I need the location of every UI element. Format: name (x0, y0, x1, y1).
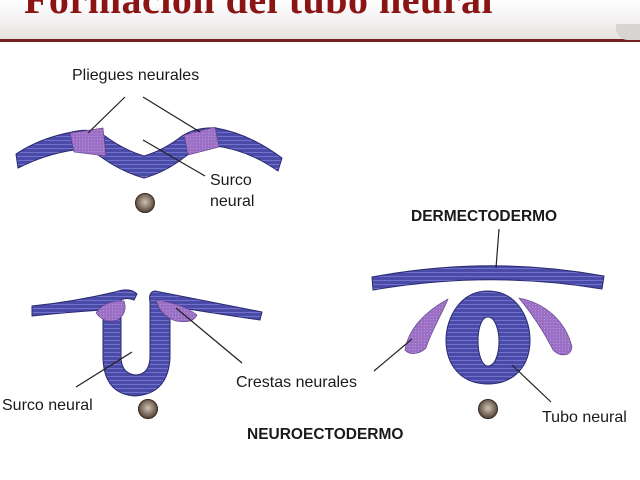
label-neuroectodermo: NEUROECTODERMO (247, 426, 404, 443)
pointer-surco-neural (75, 351, 133, 388)
pointer-pliegues-left (87, 96, 126, 134)
neural-groove (31, 289, 263, 397)
label-crestas-neurales: Crestas neurales (236, 374, 357, 391)
label-dermectodermo: DERMECTODERMO (411, 208, 558, 225)
header-rule (0, 39, 640, 42)
notochord-1 (135, 193, 155, 213)
header-band (0, 0, 640, 40)
neural-groove-stage (31, 289, 263, 419)
pointer-crestas-tube (373, 338, 413, 372)
label-pliegues-neurales: Pliegues neurales (72, 67, 200, 84)
neural-fold-right (183, 126, 220, 156)
pointer-surco-top (142, 139, 206, 177)
label-tubo-neural: Tubo neural (542, 409, 627, 426)
neural-crest-right (518, 297, 573, 356)
pointer-dermectodermo (495, 228, 500, 269)
label-surco-neural: Surco neural (2, 397, 93, 414)
header-corner (616, 24, 640, 40)
neural-tube (445, 290, 531, 385)
notochord-3 (478, 399, 498, 419)
page-title: Formación del tubo neural (24, 0, 493, 23)
pointer-pliegues-right (142, 96, 201, 133)
notochord-2 (138, 399, 158, 419)
neural-crest-left (404, 298, 449, 354)
neural-plate-stage (15, 96, 283, 213)
pointer-tubo-neural (511, 364, 552, 403)
label-surco-top-2: neural (210, 193, 255, 210)
neural-tube-stage (371, 228, 605, 419)
label-surco-top-1: Surco (210, 172, 252, 189)
dermectoderm-layer (371, 265, 605, 291)
neural-crest-left-forming (95, 300, 126, 322)
pointer-crestas (175, 307, 243, 364)
